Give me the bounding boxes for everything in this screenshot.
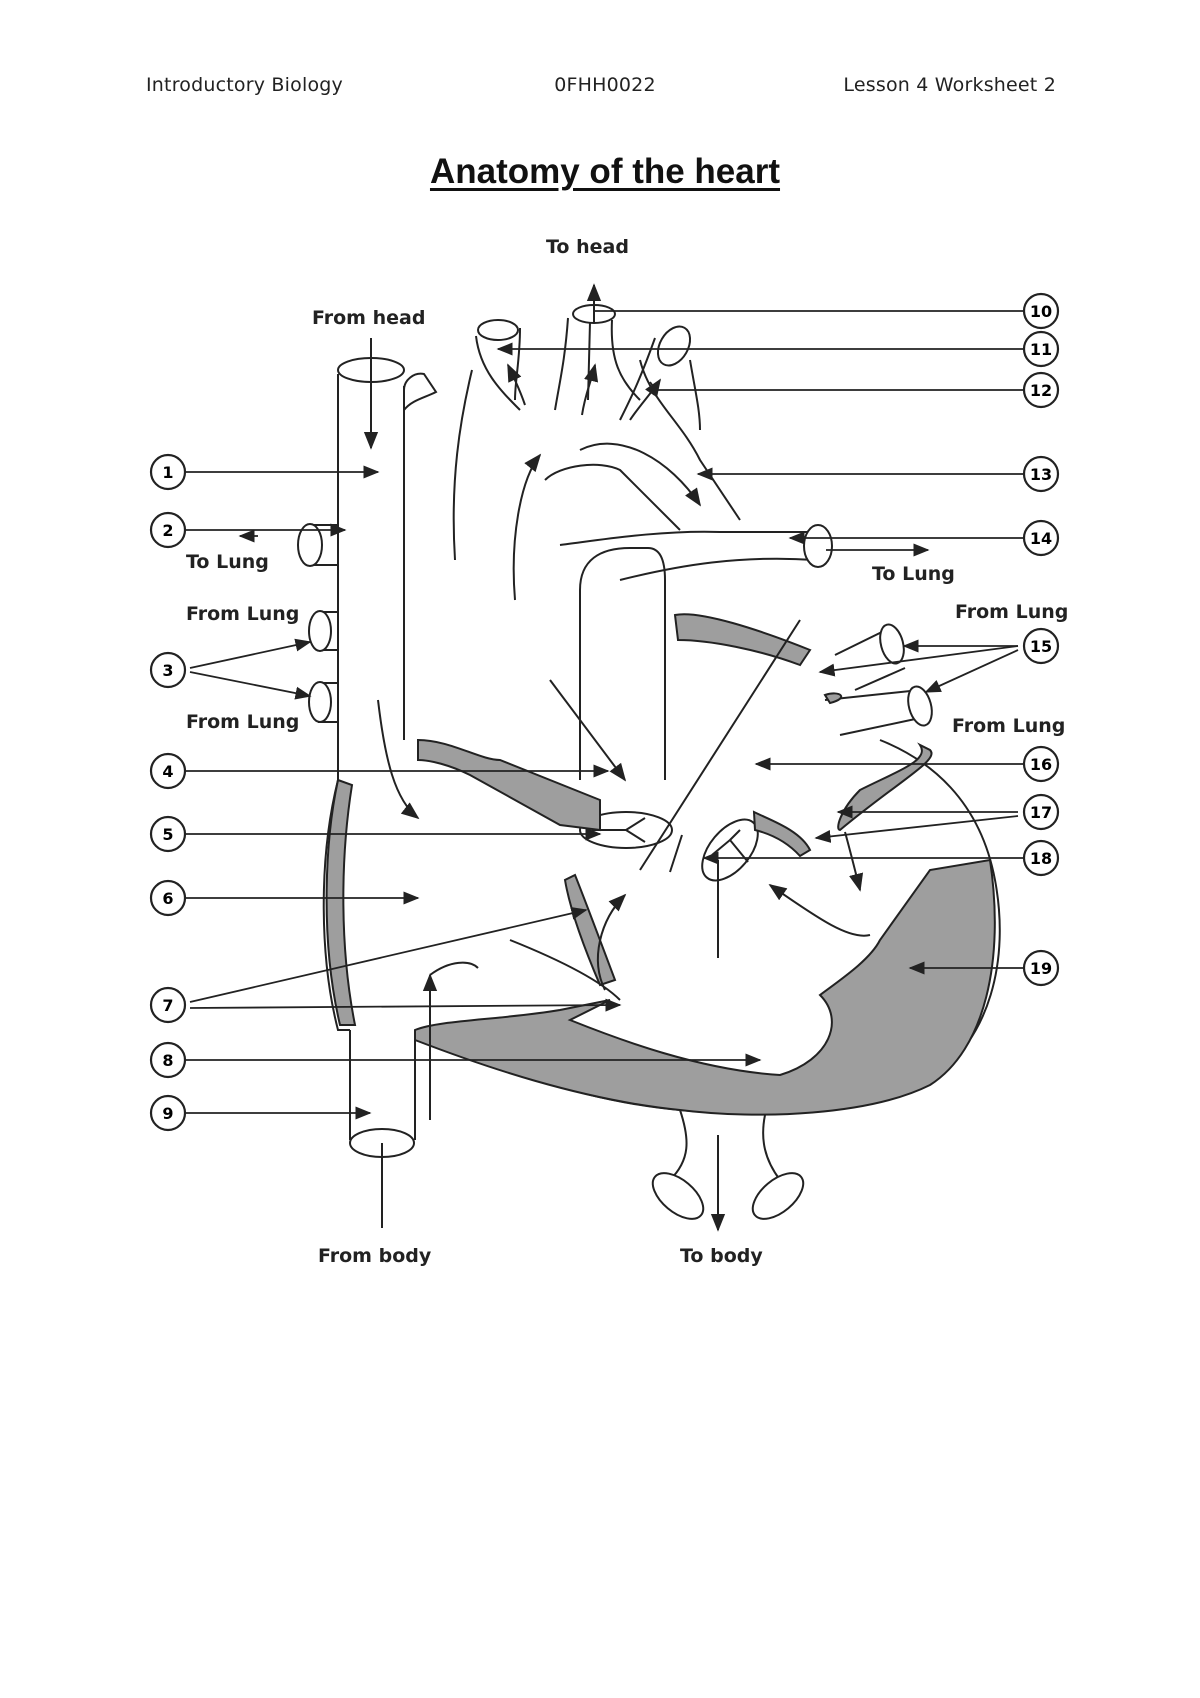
marker-circle-1 bbox=[149, 453, 187, 491]
marker-circle-11 bbox=[1022, 330, 1060, 368]
marker-number-14: 14 bbox=[1030, 529, 1052, 548]
marker-number-15: 15 bbox=[1030, 637, 1052, 656]
marker-circle-9 bbox=[149, 1094, 187, 1132]
marker-number-16: 16 bbox=[1030, 755, 1052, 774]
header-course-code: 0FHH0022 bbox=[554, 74, 656, 96]
header-course-name: Introductory Biology bbox=[146, 74, 343, 96]
marker-circle-15 bbox=[1022, 627, 1060, 665]
marker-number-11: 11 bbox=[1030, 340, 1052, 359]
marker-number-6: 6 bbox=[162, 889, 173, 908]
label-from-head: From head bbox=[312, 307, 425, 329]
marker-circle-7 bbox=[149, 986, 187, 1024]
label-from-lung-left-top: From Lung bbox=[186, 603, 299, 625]
label-from-lung-right-top: From Lung bbox=[955, 601, 1068, 623]
marker-number-9: 9 bbox=[162, 1104, 173, 1123]
marker-number-10: 10 bbox=[1030, 302, 1052, 321]
marker-circle-6 bbox=[149, 879, 187, 917]
marker-number-17: 17 bbox=[1030, 803, 1052, 822]
marker-circle-4 bbox=[149, 752, 187, 790]
marker-number-1: 1 bbox=[162, 463, 173, 482]
page-title: Anatomy of the heart bbox=[429, 152, 781, 191]
marker-circle-13 bbox=[1022, 455, 1060, 493]
marker-circle-16 bbox=[1022, 745, 1060, 783]
marker-circle-14 bbox=[1022, 519, 1060, 557]
marker-number-18: 18 bbox=[1030, 849, 1052, 868]
label-to-head: To head bbox=[546, 236, 629, 258]
label-to-lung-right: To Lung bbox=[872, 563, 955, 585]
blood-flow-arrows bbox=[363, 283, 871, 1232]
heart-muscle-walls bbox=[325, 613, 996, 1116]
marker-circle-18 bbox=[1022, 839, 1060, 877]
marker-circle-3 bbox=[149, 651, 187, 689]
header-lesson: Lesson 4 Worksheet 2 bbox=[843, 74, 1056, 96]
marker-number-2: 2 bbox=[162, 521, 173, 540]
marker-number-19: 19 bbox=[1030, 959, 1052, 978]
label-to-lung-left: To Lung bbox=[186, 551, 269, 573]
marker-circle-19 bbox=[1022, 949, 1060, 987]
marker-number-3: 3 bbox=[162, 661, 173, 680]
label-from-body: From body bbox=[318, 1245, 432, 1267]
marker-circle-8 bbox=[149, 1041, 187, 1079]
flow-labels: To head From head To Lung To Lung From L… bbox=[186, 236, 1068, 1267]
marker-circle-12 bbox=[1022, 371, 1060, 409]
label-to-body: To body bbox=[680, 1245, 763, 1267]
marker-number-7: 7 bbox=[162, 996, 173, 1015]
marker-number-13: 13 bbox=[1030, 465, 1052, 484]
marker-circle-17 bbox=[1022, 793, 1060, 831]
marker-circle-5 bbox=[149, 815, 187, 853]
marker-circle-2 bbox=[149, 511, 187, 549]
label-from-lung-left-bottom: From Lung bbox=[186, 711, 299, 733]
marker-circle-10 bbox=[1022, 292, 1060, 330]
marker-number-5: 5 bbox=[162, 825, 173, 844]
marker-number-8: 8 bbox=[162, 1051, 173, 1070]
marker-number-12: 12 bbox=[1030, 381, 1052, 400]
marker-number-4: 4 bbox=[162, 762, 173, 781]
leader-lines bbox=[186, 310, 1024, 1120]
label-from-lung-right-bottom: From Lung bbox=[952, 715, 1065, 737]
